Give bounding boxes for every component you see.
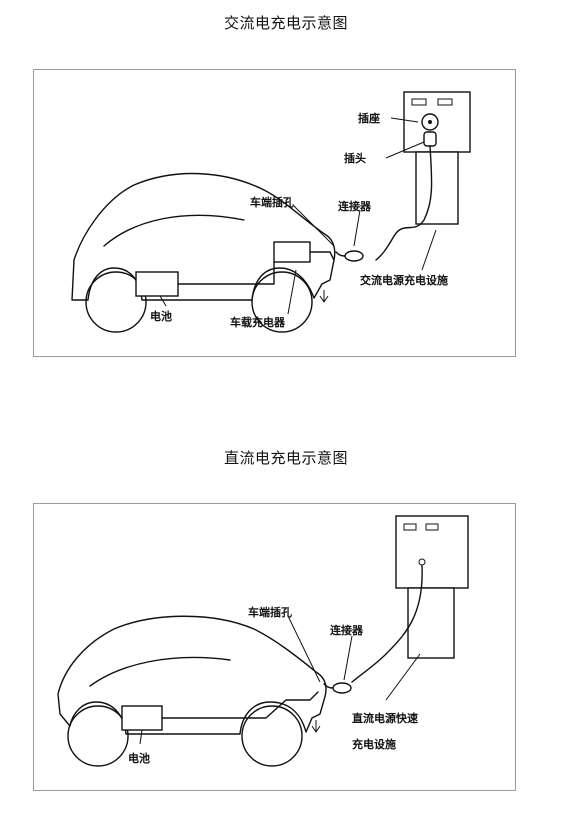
dc-front-wheel [241, 705, 303, 767]
ac-diagram-frame: 插座 插头 车端插孔 连接器 交流电源充电设施 电池 车载充电器 [33, 69, 516, 357]
ac-label-vehicle-inlet: 车端插孔 [250, 195, 294, 209]
dc-label-dc-supply-line1: 直流电源快速 [352, 711, 418, 725]
dc-diagram-title: 直流电充电示意图 [223, 449, 348, 467]
dc-connector [332, 682, 352, 694]
ac-diagram: 插座 插头 车端插孔 连接器 交流电源充电设施 电池 车载充电器 [71, 91, 471, 333]
dc-car-body [57, 615, 327, 735]
ac-charging-station [403, 91, 471, 225]
ac-connector [344, 250, 364, 262]
dc-battery [121, 705, 163, 731]
dc-charging-cable [351, 565, 423, 683]
ac-battery [135, 271, 179, 297]
dc-diagram-frame: 车端插孔 连接器 直流电源快速 充电设施 电池 [33, 503, 516, 791]
ac-label-socket: 插座 [358, 111, 380, 125]
dc-label-dc-supply-line2: 充电设施 [352, 737, 396, 751]
ac-plug [423, 131, 437, 147]
ac-socket [421, 113, 439, 131]
dc-label-battery: 电池 [128, 751, 150, 765]
ac-charging-cable [375, 145, 433, 261]
ac-onboard-charger [273, 241, 311, 263]
ac-label-ac-supply: 交流电源充电设施 [360, 273, 448, 287]
ac-rear-wheel [85, 271, 147, 333]
ac-diagram-title: 交流电充电示意图 [223, 14, 348, 32]
dc-charging-station [395, 515, 469, 659]
ac-car-body [71, 172, 336, 301]
dc-label-connector: 连接器 [330, 623, 364, 637]
dc-diagram: 车端插孔 连接器 直流电源快速 充电设施 电池 [57, 515, 469, 767]
ac-label-battery: 电池 [150, 309, 172, 323]
ac-label-connector: 连接器 [338, 199, 372, 213]
ac-label-plug: 插头 [344, 151, 366, 165]
ac-label-onboard-charger: 车载充电器 [230, 315, 286, 329]
dc-label-vehicle-inlet: 车端插孔 [248, 605, 292, 619]
dc-rear-wheel [67, 705, 129, 767]
ac-front-wheel [251, 271, 313, 333]
